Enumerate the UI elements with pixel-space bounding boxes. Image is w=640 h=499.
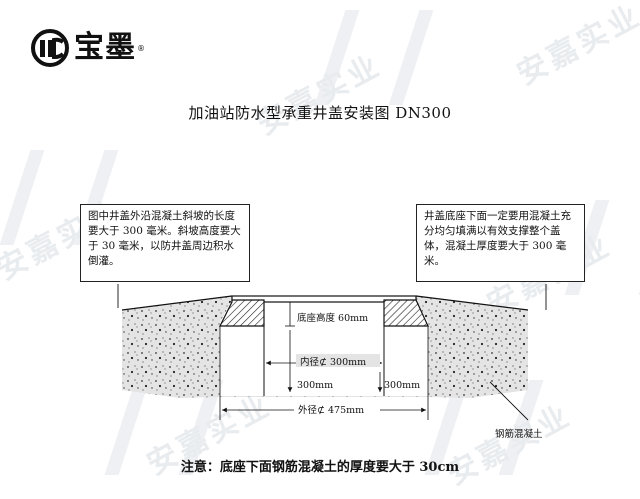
brand-logo: 宝墨 ® <box>30 28 145 68</box>
manhole-cover <box>231 295 417 303</box>
footer-note: 注意：底座下面钢筋混凝土的厚度要大于 30cm <box>180 460 460 475</box>
note-left: 图中井盖外沿混凝土斜坡的长度要大于 300 毫米。斜坡高度要大于 30 毫米，以… <box>80 204 250 282</box>
concrete-surround <box>122 296 528 398</box>
base-left <box>219 299 265 327</box>
brand-name: 宝墨 <box>74 30 136 65</box>
diagram-title: 加油站防水型承重井盖安装图 DN300 <box>188 104 452 122</box>
inner-diameter-label-bg <box>296 354 380 367</box>
note-right: 井盖底座下面一定要用混凝土充分均匀填满以有效支撑整个盖体，混凝土厚度要大于 30… <box>416 204 585 282</box>
material-leader <box>489 381 529 421</box>
outer-diameter-label-bg <box>294 402 380 415</box>
brand-logo-icon <box>31 29 69 67</box>
base-height-label: 底座高度 60mm <box>297 312 368 324</box>
inner-diameter-label: 内径⊄ 300mm <box>300 356 366 368</box>
depth-left-label: 300mm <box>297 380 333 391</box>
registered-mark: ® <box>137 43 145 53</box>
material-label: 钢筋混凝土 <box>495 428 543 440</box>
outer-diameter-label: 外径⊄ 475mm <box>298 404 364 416</box>
depth-right-label: 300mm <box>384 380 420 391</box>
ground-slope-line <box>121 295 529 311</box>
